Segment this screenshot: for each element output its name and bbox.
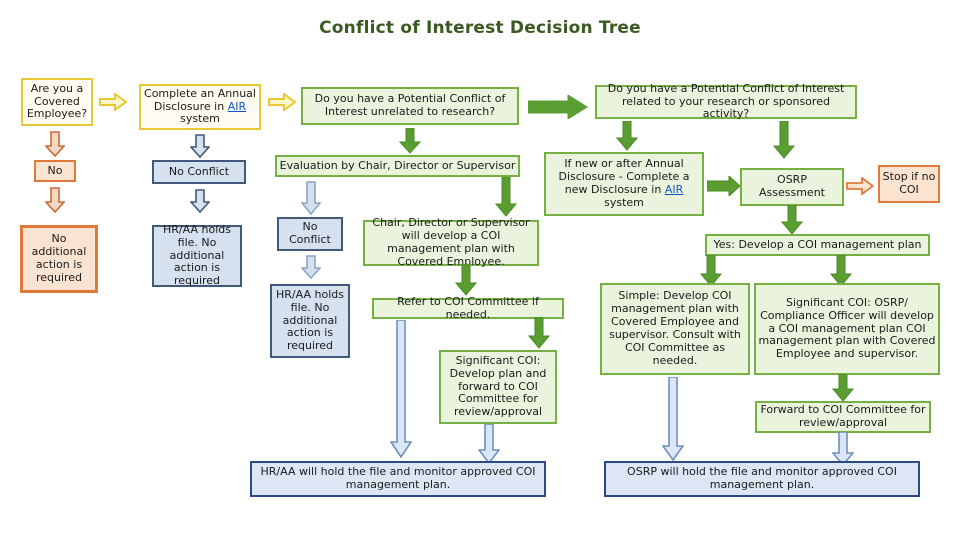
node-significant-coi-right-label: Significant COI: OSRP/ Compliance Office…	[758, 295, 936, 361]
node-hraa-monitor-label: HR/AA will hold the file and monitor app…	[260, 465, 536, 491]
annual-disclosure-text-post: system	[180, 112, 220, 126]
node-chair-develop-plan-label: Chair, Director or Supervisor will devel…	[372, 216, 530, 268]
node-stop-if-no-coi-label: Stop if no COI	[882, 170, 936, 196]
arrow-orange-down-1	[45, 131, 65, 157]
node-osrp-monitor[interactable]: OSRP will hold the file and monitor appr…	[604, 461, 920, 497]
node-forward-to-committee-label: Forward to COI Committee for review/appr…	[760, 403, 926, 429]
arrow-yellow-right-1	[99, 93, 127, 111]
node-no-additional-action-label: No additional action is required	[31, 232, 87, 284]
node-potential-coi-unrelated[interactable]: Do you have a Potential Conflict of Inte…	[301, 87, 519, 125]
arrow-green-down-8	[700, 255, 722, 287]
node-potential-coi-research-label: Do you have a Potential Conflict of Inte…	[607, 81, 845, 121]
arrow-blue-down-1	[190, 134, 210, 158]
arrow-green-down-4	[528, 317, 550, 349]
annual-disclosure-text-pre: Complete an Annual Disclosure in	[144, 86, 256, 113]
node-covered-employee[interactable]: Are you a Covered Employee?	[21, 78, 93, 126]
air-link-1[interactable]: AIR	[227, 99, 247, 113]
node-significant-coi-mid-label: Significant COI: Develop plan and forwar…	[449, 353, 547, 419]
arrow-green-down-10	[832, 374, 854, 402]
node-stop-if-no-coi[interactable]: Stop if no COI	[878, 165, 940, 203]
arrow-green-right-1	[528, 95, 588, 119]
arrow-yellow-right-2	[268, 93, 296, 111]
node-yes-develop-plan-label: Yes: Develop a COI management plan	[713, 237, 922, 251]
node-hraa-holds-file-left-label: HR/AA holds file. No additional action i…	[163, 222, 231, 288]
node-evaluation-by-chair-label: Evaluation by Chair, Director or Supervi…	[279, 158, 516, 172]
node-refer-to-committee-label: Refer to COI Committee if needed.	[397, 294, 539, 321]
node-osrp-assessment-label: OSRP Assessment	[759, 173, 825, 199]
arrow-blue-long-down-1	[390, 320, 412, 458]
arrow-green-down-3	[455, 264, 477, 296]
node-forward-to-committee[interactable]: Forward to COI Committee for review/appr…	[755, 401, 931, 433]
node-significant-coi-mid[interactable]: Significant COI: Develop plan and forwar…	[439, 350, 557, 424]
node-simple-develop-plan-label: Simple: Develop COI management plan with…	[609, 289, 741, 367]
arrow-green-right-2	[707, 176, 741, 196]
node-annual-disclosure[interactable]: Complete an Annual Disclosure in AIR sys…	[139, 84, 261, 130]
arrow-orange-right-1	[846, 177, 874, 195]
arrow-green-down-7	[781, 205, 803, 235]
node-significant-coi-right[interactable]: Significant COI: OSRP/ Compliance Office…	[754, 283, 940, 375]
node-new-disclosure[interactable]: If new or after Annual Disclosure - Comp…	[544, 152, 704, 216]
node-no[interactable]: No	[34, 160, 76, 182]
node-yes-develop-plan[interactable]: Yes: Develop a COI management plan	[705, 234, 930, 256]
page-title: Conflict of Interest Decision Tree	[319, 18, 641, 38]
node-osrp-monitor-label: OSRP will hold the file and monitor appr…	[627, 465, 897, 491]
arrow-blue-down-2	[190, 189, 210, 213]
arrow-orange-down-2	[45, 187, 65, 213]
node-no-additional-action[interactable]: No additional action is required	[20, 225, 98, 293]
arrow-blue-down-4	[301, 255, 321, 279]
node-no-label: No	[47, 163, 63, 177]
node-potential-coi-research[interactable]: Do you have a Potential Conflict of Inte…	[595, 81, 857, 121]
node-evaluation-by-chair[interactable]: Evaluation by Chair, Director or Supervi…	[275, 155, 520, 177]
arrow-blue-down-5	[478, 424, 500, 464]
node-simple-develop-plan[interactable]: Simple: Develop COI management plan with…	[600, 283, 750, 375]
node-hraa-monitor[interactable]: HR/AA will hold the file and monitor app…	[250, 461, 546, 497]
node-hraa-holds-file-left[interactable]: HR/AA holds file. No additional action i…	[152, 222, 242, 288]
arrow-green-down-5	[616, 121, 638, 151]
node-potential-coi-unrelated-label: Do you have a Potential Conflict of Inte…	[314, 92, 506, 118]
node-no-conflict-left-label: No Conflict	[168, 164, 230, 178]
node-osrp-assessment[interactable]: OSRP Assessment	[740, 168, 844, 206]
node-no-conflict-mid[interactable]: No Conflict	[277, 217, 343, 251]
node-covered-employee-label: Are you a Covered Employee?	[26, 81, 88, 121]
arrow-blue-down-6	[832, 432, 854, 466]
node-annual-disclosure-label: Complete an Annual Disclosure in AIR sys…	[141, 86, 259, 127]
node-refer-to-committee[interactable]: Refer to COI Committee if needed.	[372, 294, 564, 321]
node-hraa-holds-file-mid-label: HR/AA holds file. No additional action i…	[276, 287, 344, 353]
node-new-disclosure-label: If new or after Annual Disclosure - Comp…	[546, 157, 702, 210]
new-disclosure-text-pre: If new or after Annual Disclosure - Comp…	[558, 157, 690, 196]
arrow-green-down-2	[495, 177, 517, 217]
arrow-green-down-6	[773, 121, 795, 159]
arrow-blue-long-down-2	[662, 377, 684, 461]
new-disclosure-text-post: system	[604, 195, 644, 209]
arrow-blue-down-3	[301, 181, 321, 215]
air-link-2[interactable]: AIR	[664, 183, 684, 196]
node-no-conflict-mid-label: No Conflict	[289, 220, 331, 246]
arrow-green-down-1	[399, 128, 421, 154]
node-no-conflict-left[interactable]: No Conflict	[152, 160, 246, 184]
arrow-green-down-9	[830, 255, 852, 287]
node-hraa-holds-file-mid[interactable]: HR/AA holds file. No additional action i…	[270, 284, 350, 358]
node-chair-develop-plan[interactable]: Chair, Director or Supervisor will devel…	[363, 216, 539, 268]
